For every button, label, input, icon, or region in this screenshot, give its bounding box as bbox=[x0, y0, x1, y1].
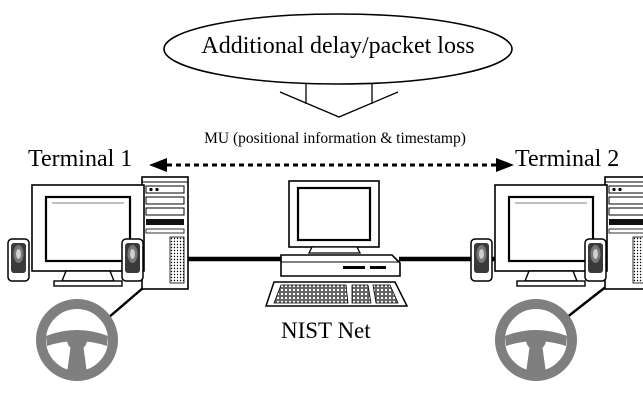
terminal-1-label: Terminal 1 bbox=[28, 146, 133, 172]
impairment-label: Additional delay/packet loss bbox=[201, 33, 475, 59]
terminal-2-label: Terminal 2 bbox=[515, 146, 620, 172]
impairment-cloud bbox=[163, 13, 513, 85]
mu-link-arrow bbox=[149, 158, 514, 172]
steering-wheel-icon bbox=[500, 304, 572, 376]
down-arrow-icon bbox=[279, 84, 399, 118]
mu-link-label: MU (positional information & timestamp) bbox=[204, 130, 466, 147]
terminal-2-pc bbox=[471, 177, 643, 289]
nistnet-workstation bbox=[264, 180, 409, 307]
nistnet-label: NIST Net bbox=[281, 318, 371, 343]
terminal-1-pc bbox=[8, 177, 188, 289]
keyboard-icon bbox=[264, 281, 409, 307]
steering-wheel-icon bbox=[41, 304, 113, 376]
